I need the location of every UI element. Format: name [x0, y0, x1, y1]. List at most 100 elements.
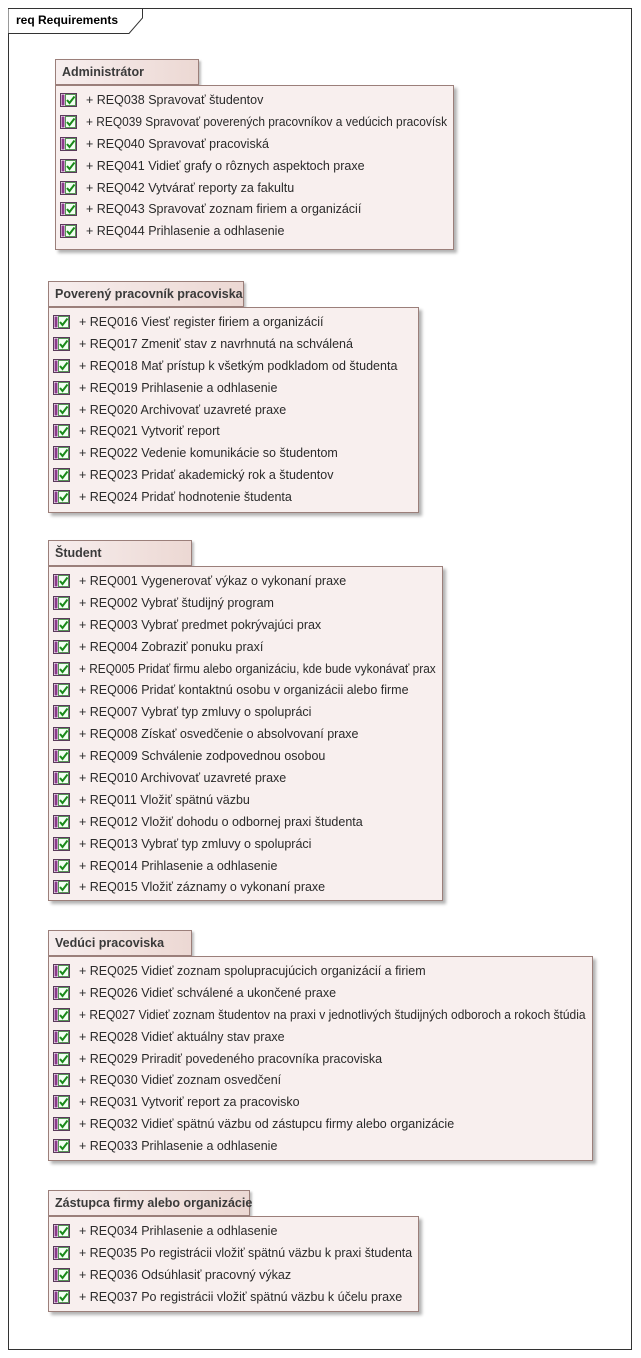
- requirement-icon: [53, 424, 70, 439]
- requirement-item[interactable]: + REQ036 Odsúhlasiť pracovný výkaz: [49, 1264, 418, 1286]
- requirement-item[interactable]: + REQ033 Prihlasenie a odhlasenie: [49, 1135, 592, 1157]
- requirement-label: + REQ016 Viesť register firiem a organiz…: [79, 314, 324, 329]
- requirement-item[interactable]: + REQ025 Vidieť zoznam spolupracujúcich …: [49, 960, 592, 982]
- requirement-item[interactable]: + REQ003 Vybrať predmet pokrývajúci prax: [49, 614, 442, 636]
- requirement-item[interactable]: + REQ008 Získať osvedčenie o absolvovaní…: [49, 723, 442, 745]
- requirement-label: + REQ029 Priradiť povedeného pracovníka …: [79, 1051, 383, 1066]
- requirement-item[interactable]: + REQ018 Mať prístup k všetkým podkladom…: [49, 355, 418, 377]
- requirement-item[interactable]: + REQ034 Prihlasenie a odhlasenie: [49, 1220, 418, 1242]
- requirement-icon: [53, 661, 70, 676]
- requirement-icon: [53, 792, 70, 807]
- requirement-item[interactable]: + REQ039 Spravovať poverených pracovníko…: [56, 111, 453, 133]
- package-body: + REQ034 Prihlasenie a odhlasenie+ REQ03…: [48, 1216, 419, 1312]
- requirement-label: + REQ012 Vložiť dohodu o odbornej praxi …: [79, 814, 363, 829]
- requirement-item[interactable]: + REQ011 Vložiť spätnú väzbu: [49, 789, 442, 811]
- requirement-label: + REQ025 Vidieť zoznam spolupracujúcich …: [79, 963, 426, 978]
- requirement-label: + REQ017 Zmeniť stav z navrhnutá na schv…: [79, 336, 353, 351]
- requirement-item[interactable]: + REQ027 Vidieť zoznam študentov na prax…: [49, 1004, 592, 1026]
- requirement-icon: [60, 180, 77, 195]
- requirement-item[interactable]: + REQ009 Schválenie zodpovednou osobou: [49, 745, 442, 767]
- requirement-label: + REQ008 Získať osvedčenie o absolvovaní…: [79, 727, 359, 742]
- requirement-label: + REQ010 Archivovať uzavreté praxe: [79, 770, 287, 785]
- requirement-icon: [53, 1029, 70, 1044]
- requirement-item[interactable]: + REQ035 Po registrácii vložiť spätnú vä…: [49, 1242, 418, 1264]
- package-tab: Poverený pracovník pracoviska: [48, 281, 244, 307]
- package-name: Poverený pracovník pracoviska: [55, 287, 243, 301]
- requirement-item[interactable]: + REQ031 Vytvoriť report za pracovisko: [49, 1091, 592, 1113]
- package-name: Vedúci pracoviska: [55, 936, 165, 950]
- requirement-item[interactable]: + REQ043 Spravovať zoznam firiem a organ…: [56, 198, 453, 220]
- requirement-label: + REQ013 Vybrať typ zmluvy o spolupráci: [79, 836, 312, 851]
- requirement-item[interactable]: + REQ020 Archivovať uzavreté praxe: [49, 399, 418, 421]
- package-body: + REQ038 Spravovať študentov + REQ039 Spr…: [55, 85, 454, 250]
- requirement-icon: [53, 985, 70, 1000]
- requirement-item[interactable]: + REQ041 Vidieť grafy o rôznych aspektoc…: [56, 155, 453, 177]
- requirement-icon: [53, 1267, 70, 1282]
- requirement-label: + REQ006 Pridať kontaktnú osobu v organi…: [79, 683, 409, 698]
- requirement-label: + REQ014 Prihlasenie a odhlasenie: [79, 858, 278, 873]
- requirement-icon: [53, 573, 70, 588]
- requirement-label: + REQ040 Spravovať pracoviská: [86, 136, 269, 151]
- requirement-icon: [53, 1007, 70, 1022]
- requirement-icon: [53, 446, 70, 461]
- requirement-item[interactable]: + REQ021 Vytvoriť report: [49, 420, 418, 442]
- frame-tab-outline: [8, 8, 143, 34]
- requirement-label: + REQ043 Spravovať zoznam firiem a organ…: [86, 202, 362, 217]
- package-tab: Zástupca firmy alebo organizácie: [48, 1190, 253, 1216]
- requirement-item[interactable]: + REQ016 Viesť register firiem a organiz…: [49, 311, 418, 333]
- requirement-item[interactable]: + REQ038 Spravovať študentov: [56, 89, 453, 111]
- requirement-item[interactable]: + REQ026 Vidieť schválené a ukončené pra…: [49, 982, 592, 1004]
- requirement-item[interactable]: + REQ004 Zobraziť ponuku praxí: [49, 636, 442, 658]
- requirement-icon: [53, 858, 70, 873]
- requirement-icon: [53, 639, 70, 654]
- requirement-item[interactable]: + REQ017 Zmeniť stav z navrhnutá na schv…: [49, 333, 418, 355]
- requirement-label: + REQ031 Vytvoriť report za pracovisko: [79, 1095, 300, 1110]
- requirement-label: + REQ026 Vidieť schválené a ukončené pra…: [79, 985, 337, 1000]
- requirement-item[interactable]: + REQ023 Pridať akademický rok a študent…: [49, 464, 418, 486]
- requirement-icon: [53, 1289, 70, 1304]
- requirement-icon: [53, 490, 70, 505]
- requirement-item[interactable]: + REQ028 Vidieť aktuálny stav praxe: [49, 1026, 592, 1048]
- requirement-item[interactable]: + REQ005 Pridať firmu alebo organizáciu,…: [49, 658, 442, 680]
- package-name: Študent: [55, 546, 102, 560]
- requirement-item[interactable]: + REQ006 Pridať kontaktnú osobu v organi…: [49, 679, 442, 701]
- requirement-item[interactable]: + REQ012 Vložiť dohodu o odbornej praxi …: [49, 811, 442, 833]
- requirement-item[interactable]: + REQ042 Vytvárať reporty za fakultu: [56, 177, 453, 199]
- requirement-item[interactable]: + REQ040 Spravovať pracoviská: [56, 133, 453, 155]
- requirement-item[interactable]: + REQ014 Prihlasenie a odhlasenie: [49, 855, 442, 877]
- requirement-item[interactable]: + REQ029 Priradiť povedeného pracovníka …: [49, 1048, 592, 1070]
- requirement-icon: [53, 963, 70, 978]
- requirement-label: + REQ011 Vložiť spätnú väzbu: [79, 792, 250, 807]
- requirement-icon: [53, 1117, 70, 1132]
- requirement-item[interactable]: + REQ037 Po registrácii vložiť spätnú vä…: [49, 1286, 418, 1308]
- requirement-icon: [53, 1139, 70, 1154]
- package-name: Zástupca firmy alebo organizácie: [55, 1196, 253, 1210]
- requirement-label: + REQ022 Vedenie komunikácie so študento…: [79, 446, 338, 461]
- requirement-icon: [53, 1051, 70, 1066]
- requirement-item[interactable]: + REQ022 Vedenie komunikácie so študento…: [49, 442, 418, 464]
- requirement-label: + REQ033 Prihlasenie a odhlasenie: [79, 1139, 278, 1154]
- requirement-item[interactable]: + REQ030 Vidieť zoznam osvedčení: [49, 1069, 592, 1091]
- requirement-item[interactable]: + REQ024 Pridať hodnotenie študenta: [49, 486, 418, 508]
- requirement-item[interactable]: + REQ019 Prihlasenie a odhlasenie: [49, 377, 418, 399]
- requirement-item[interactable]: + REQ002 Vybrať študijný program: [49, 592, 442, 614]
- requirement-icon: [60, 114, 77, 129]
- requirement-item[interactable]: + REQ044 Prihlasenie a odhlasenie: [56, 220, 453, 242]
- requirement-label: + REQ005 Pridať firmu alebo organizáciu,…: [79, 661, 436, 676]
- requirement-label: + REQ009 Schválenie zodpovednou osobou: [79, 749, 326, 764]
- package-body: + REQ001 Vygenerovať výkaz o vykonaní pr…: [48, 566, 443, 901]
- requirement-label: + REQ044 Prihlasenie a odhlasenie: [86, 224, 285, 239]
- requirement-item[interactable]: + REQ032 Vidieť spätnú väzbu od zástupcu…: [49, 1113, 592, 1135]
- requirement-icon: [53, 380, 70, 395]
- package-tab: Vedúci pracoviska: [48, 930, 192, 956]
- requirement-item[interactable]: + REQ013 Vybrať typ zmluvy o spolupráci: [49, 833, 442, 855]
- requirement-item[interactable]: + REQ010 Archivovať uzavreté praxe: [49, 767, 442, 789]
- requirement-label: + REQ003 Vybrať predmet pokrývajúci prax: [79, 617, 322, 632]
- requirement-item[interactable]: + REQ001 Vygenerovať výkaz o vykonaní pr…: [49, 570, 442, 592]
- requirement-label: + REQ002 Vybrať študijný program: [79, 595, 274, 610]
- requirement-icon: [53, 683, 70, 698]
- requirement-label: + REQ038 Spravovať študentov: [86, 92, 264, 107]
- requirement-icon: [53, 595, 70, 610]
- requirement-item[interactable]: + REQ015 Vložiť záznamy o vykonaní praxe: [49, 876, 442, 898]
- requirement-item[interactable]: + REQ007 Vybrať typ zmluvy o spolupráci: [49, 701, 442, 723]
